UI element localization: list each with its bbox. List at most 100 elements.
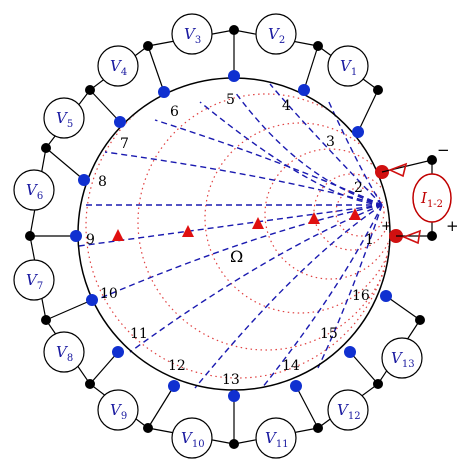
wire-tap (357, 89, 379, 133)
voltmeter-13: V13 (381, 337, 423, 379)
voltmeter-base: V (265, 429, 278, 447)
voltmeter-symbol (255, 417, 297, 459)
electrodes (70, 70, 403, 402)
voltmeter-sub: 10 (192, 439, 205, 450)
electrode-label: 11 (130, 326, 148, 342)
voltmeter-label: V12 (337, 401, 361, 422)
voltmeter-label: V6 (26, 181, 43, 202)
voltmeter-sub: 7 (37, 281, 43, 292)
equipotential-circle (335, 187, 385, 237)
wire-tap (295, 385, 319, 429)
voltmeter-symbol (13, 169, 55, 211)
voltmeter-sub: 3 (195, 35, 201, 46)
equipotential-lines (85, 79, 389, 379)
voltmeter-sub: 6 (37, 191, 43, 202)
voltmeter-11: V11 (255, 417, 297, 459)
wire-junction (373, 85, 383, 95)
electrode-label: 14 (282, 358, 300, 374)
current-source: I1-2 − + + (381, 141, 459, 245)
field-marker (308, 212, 320, 224)
field-line (78, 204, 383, 247)
current-source-symbol (412, 173, 452, 223)
voltmeter-label: V13 (391, 349, 415, 370)
voltmeter-base: V (181, 429, 194, 447)
current-plus-sign: + (446, 217, 459, 235)
wire-junction (25, 231, 35, 241)
electrode-label: 1 (365, 232, 374, 248)
field-marker (349, 208, 361, 220)
voltmeter-label: V5 (56, 109, 73, 130)
voltmeter-sub: 1 (351, 67, 357, 78)
voltmeter-4: V4 (97, 45, 139, 87)
voltmeter-symbol (13, 259, 55, 301)
voltmeter-12: V12 (327, 389, 369, 431)
electrode-label: 13 (222, 372, 240, 388)
voltmeter-label: V1 (340, 57, 357, 78)
electrode-label: 6 (170, 104, 179, 120)
voltmeter-base: V (26, 181, 39, 199)
field-line (317, 204, 383, 369)
wire-junction (85, 379, 95, 389)
voltmeter-symbol (171, 417, 213, 459)
electrode (290, 380, 302, 392)
region-label: Ω (230, 247, 243, 266)
field-line (95, 204, 383, 301)
electrode (298, 84, 310, 96)
wire-tap (45, 299, 93, 321)
wire-junction (229, 25, 239, 35)
voltmeter-sub: 4 (121, 67, 127, 78)
electrode-label: 9 (86, 232, 95, 248)
voltmeter-sub: 2 (279, 35, 285, 46)
electrode-label: 5 (226, 92, 235, 108)
voltmeter-base: V (391, 349, 404, 367)
voltmeter-symbol (43, 97, 85, 139)
wire-junction (313, 423, 323, 433)
electrode-plus-sign: + (381, 219, 392, 234)
voltmeter-8: V8 (43, 331, 85, 373)
field-line (261, 204, 383, 389)
voltmeter-symbol (97, 389, 139, 431)
voltmeter-sub: 12 (348, 411, 361, 422)
wire-tap (303, 45, 319, 91)
voltmeter-symbol (97, 45, 139, 87)
voltmeter-symbol (327, 45, 369, 87)
current-arrow-top (387, 162, 408, 178)
electrode (344, 346, 356, 358)
field-line (234, 91, 383, 206)
wire-tap (147, 45, 165, 93)
field-line (154, 119, 383, 206)
voltmeter-6: V6 (13, 169, 55, 211)
wire-junction (415, 315, 425, 325)
electrode-label: 4 (282, 98, 291, 114)
field-marker (252, 217, 264, 229)
wire-tap (45, 147, 85, 181)
voltmeter-7: V7 (13, 259, 55, 301)
voltmeter-base: V (56, 343, 69, 361)
electrode (158, 86, 170, 98)
field-line (269, 83, 383, 206)
voltmeter-base: V (26, 271, 39, 289)
voltmeter-symbol (327, 389, 369, 431)
voltmeter-base: V (337, 401, 350, 419)
voltmeter-1: V1 (327, 45, 369, 87)
voltmeter-sub: 5 (67, 119, 73, 130)
wire-junction (143, 41, 153, 51)
voltmeter-sub: 11 (276, 439, 289, 450)
field-marker (112, 229, 124, 241)
equipotential-circle (264, 148, 389, 280)
wire-tap (385, 295, 421, 321)
field-markers (112, 208, 361, 241)
wire-tap (349, 351, 379, 385)
voltmeter-label: V11 (265, 429, 289, 450)
wire-junction (85, 85, 95, 95)
field-line (104, 151, 383, 206)
current-minus-sign: − (437, 141, 450, 159)
measurement-wires (25, 25, 425, 449)
electrode (352, 126, 364, 138)
electrode-label: 7 (120, 136, 129, 152)
electrode-label: 8 (98, 174, 107, 190)
voltmeter-label: V3 (184, 25, 201, 46)
voltmeter-label: V2 (268, 25, 285, 46)
voltmeter-symbol (171, 13, 213, 55)
